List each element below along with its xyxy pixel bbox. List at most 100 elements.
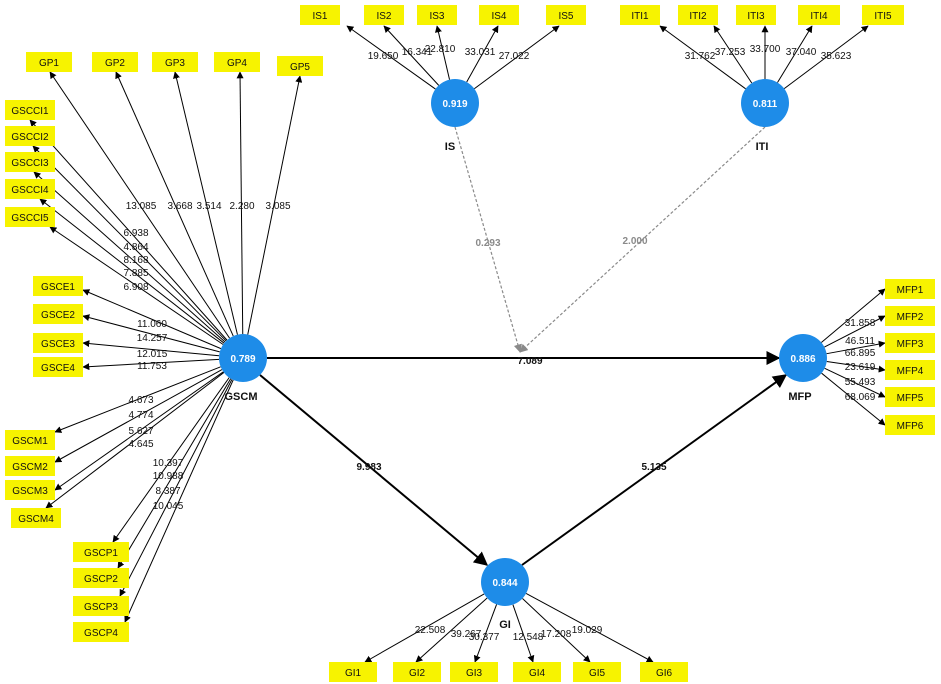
indicator-box[interactable] [152,52,198,72]
indicator-box[interactable] [885,306,935,326]
indicator-iti3[interactable]: ITI3 [736,5,776,25]
indicator-gp2[interactable]: GP2 [92,52,138,72]
indicator-box[interactable] [862,5,904,25]
indicator-iti2[interactable]: ITI2 [678,5,718,25]
indicator-box[interactable] [640,662,688,682]
indicator-is4[interactable]: IS4 [479,5,519,25]
indicator-box[interactable] [73,622,129,642]
indicator-box[interactable] [5,207,55,227]
indicator-gscm1[interactable]: GSCM1 [5,430,55,450]
indicator-gsce2[interactable]: GSCE2 [33,304,83,324]
indicator-box[interactable] [885,279,935,299]
indicator-gp1[interactable]: GP1 [26,52,72,72]
indicator-box[interactable] [573,662,621,682]
indicator-mfp5[interactable]: MFP5 [885,387,935,407]
indicator-box[interactable] [885,387,935,407]
indicator-box[interactable] [26,52,72,72]
indicator-box[interactable] [73,596,129,616]
indicator-box[interactable] [417,5,457,25]
indicator-gscm3[interactable]: GSCM3 [5,480,55,500]
indicator-gscm2[interactable]: GSCM2 [5,456,55,476]
indicator-gsce4[interactable]: GSCE4 [33,357,83,377]
indicator-is5[interactable]: IS5 [546,5,586,25]
indicator-mfp1[interactable]: MFP1 [885,279,935,299]
indicator-is2[interactable]: IS2 [364,5,404,25]
indicator-gi4[interactable]: GI4 [513,662,561,682]
indicator-gscci2[interactable]: GSCCI2 [5,126,55,146]
latent-circle[interactable] [779,334,827,382]
indicator-gscm4[interactable]: GSCM4 [11,508,61,528]
latent-circle[interactable] [219,334,267,382]
indicator-box[interactable] [479,5,519,25]
latent-circle[interactable] [481,558,529,606]
indicator-gscci3[interactable]: GSCCI3 [5,152,55,172]
indicator-gscp4[interactable]: GSCP4 [73,622,129,642]
indicator-mfp6[interactable]: MFP6 [885,415,935,435]
indicator-box[interactable] [33,276,83,296]
indicator-gscp3[interactable]: GSCP3 [73,596,129,616]
indicator-gscci5[interactable]: GSCCI5 [5,207,55,227]
indicator-box[interactable] [11,508,61,528]
indicator-box[interactable] [92,52,138,72]
indicator-gi6[interactable]: GI6 [640,662,688,682]
indicator-gp3[interactable]: GP3 [152,52,198,72]
indicator-box[interactable] [5,456,55,476]
indicator-gi1[interactable]: GI1 [329,662,377,682]
indicator-box[interactable] [546,5,586,25]
indicator-gscp1[interactable]: GSCP1 [73,542,129,562]
indicator-box[interactable] [736,5,776,25]
indicator-box[interactable] [885,360,935,380]
indicator-box[interactable] [5,480,55,500]
indicator-gi2[interactable]: GI2 [393,662,441,682]
indicator-mfp2[interactable]: MFP2 [885,306,935,326]
indicator-gp5[interactable]: GP5 [277,56,323,76]
indicator-box[interactable] [5,430,55,450]
indicator-gsce1[interactable]: GSCE1 [33,276,83,296]
indicator-box[interactable] [885,415,935,435]
indicator-mfp3[interactable]: MFP3 [885,333,935,353]
indicator-box[interactable] [5,100,55,120]
indicator-box[interactable] [300,5,340,25]
indicator-box[interactable] [393,662,441,682]
indicator-gscci1[interactable]: GSCCI1 [5,100,55,120]
indicator-box[interactable] [329,662,377,682]
indicator-box[interactable] [513,662,561,682]
indicator-iti1[interactable]: ITI1 [620,5,660,25]
indicator-iti4[interactable]: ITI4 [798,5,840,25]
indicator-is3[interactable]: IS3 [417,5,457,25]
indicator-box[interactable] [5,152,55,172]
indicator-box[interactable] [73,568,129,588]
indicator-gscp2[interactable]: GSCP2 [73,568,129,588]
indicator-gi5[interactable]: GI5 [573,662,621,682]
indicator-box[interactable] [33,357,83,377]
indicator-box[interactable] [277,56,323,76]
indicator-box[interactable] [678,5,718,25]
indicator-box[interactable] [214,52,260,72]
indicator-box[interactable] [33,333,83,353]
indicator-box[interactable] [33,304,83,324]
indicator-box[interactable] [5,126,55,146]
indicator-gi3[interactable]: GI3 [450,662,498,682]
outer-weight-label: 33.031 [465,47,496,58]
outer-weight-label: 3.514 [196,201,221,212]
indicator-box[interactable] [798,5,840,25]
indicator-box[interactable] [5,179,55,199]
indicator-is1[interactable]: IS1 [300,5,340,25]
indicator-box[interactable] [885,333,935,353]
indicator-box[interactable] [620,5,660,25]
indicator-gp4[interactable]: GP4 [214,52,260,72]
indicator-box[interactable] [450,662,498,682]
indicator-box[interactable] [364,5,404,25]
latent-circle[interactable] [431,79,479,127]
indicator-iti5[interactable]: ITI5 [862,5,904,25]
indicator-mfp4[interactable]: MFP4 [885,360,935,380]
indicator-gsce3[interactable]: GSCE3 [33,333,83,353]
indicator-box[interactable] [73,542,129,562]
latent-circle[interactable] [741,79,789,127]
indicator-gscci4[interactable]: GSCCI4 [5,179,55,199]
